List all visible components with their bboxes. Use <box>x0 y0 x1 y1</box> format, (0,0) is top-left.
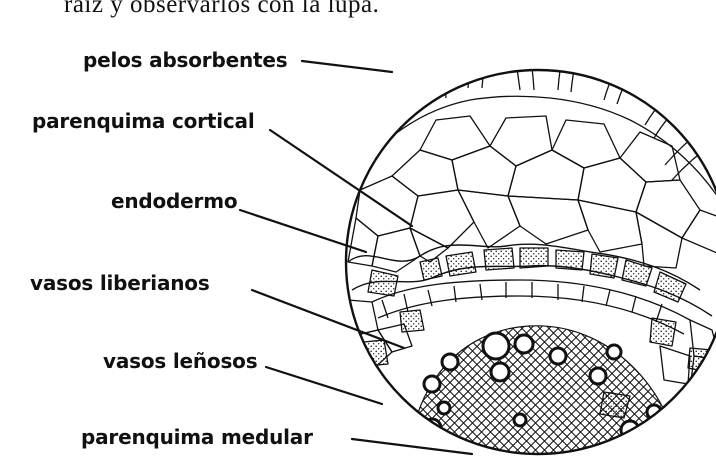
label-parenquima-cortical: parenquima cortical <box>32 109 254 133</box>
label-pelos-absorbentes: pelos absorbentes <box>83 48 287 72</box>
label-parenquima-medular: parenquima medular <box>81 425 313 449</box>
leader-parenquima-cortical <box>270 130 412 226</box>
medullary-parenchyma <box>410 326 680 459</box>
leader-pelos-absorbentes <box>302 61 392 72</box>
leader-parenquima-medular <box>352 439 472 454</box>
epidermis <box>350 96 716 200</box>
label-vasos-liberianos: vasos liberianos <box>30 271 210 295</box>
label-endodermo: endodermo <box>111 189 237 213</box>
root-hairs <box>330 10 716 180</box>
label-vasos-lenosos: vasos leñosos <box>103 349 257 373</box>
leader-vasos-lenosos <box>266 367 382 404</box>
leader-endodermo <box>240 210 366 252</box>
